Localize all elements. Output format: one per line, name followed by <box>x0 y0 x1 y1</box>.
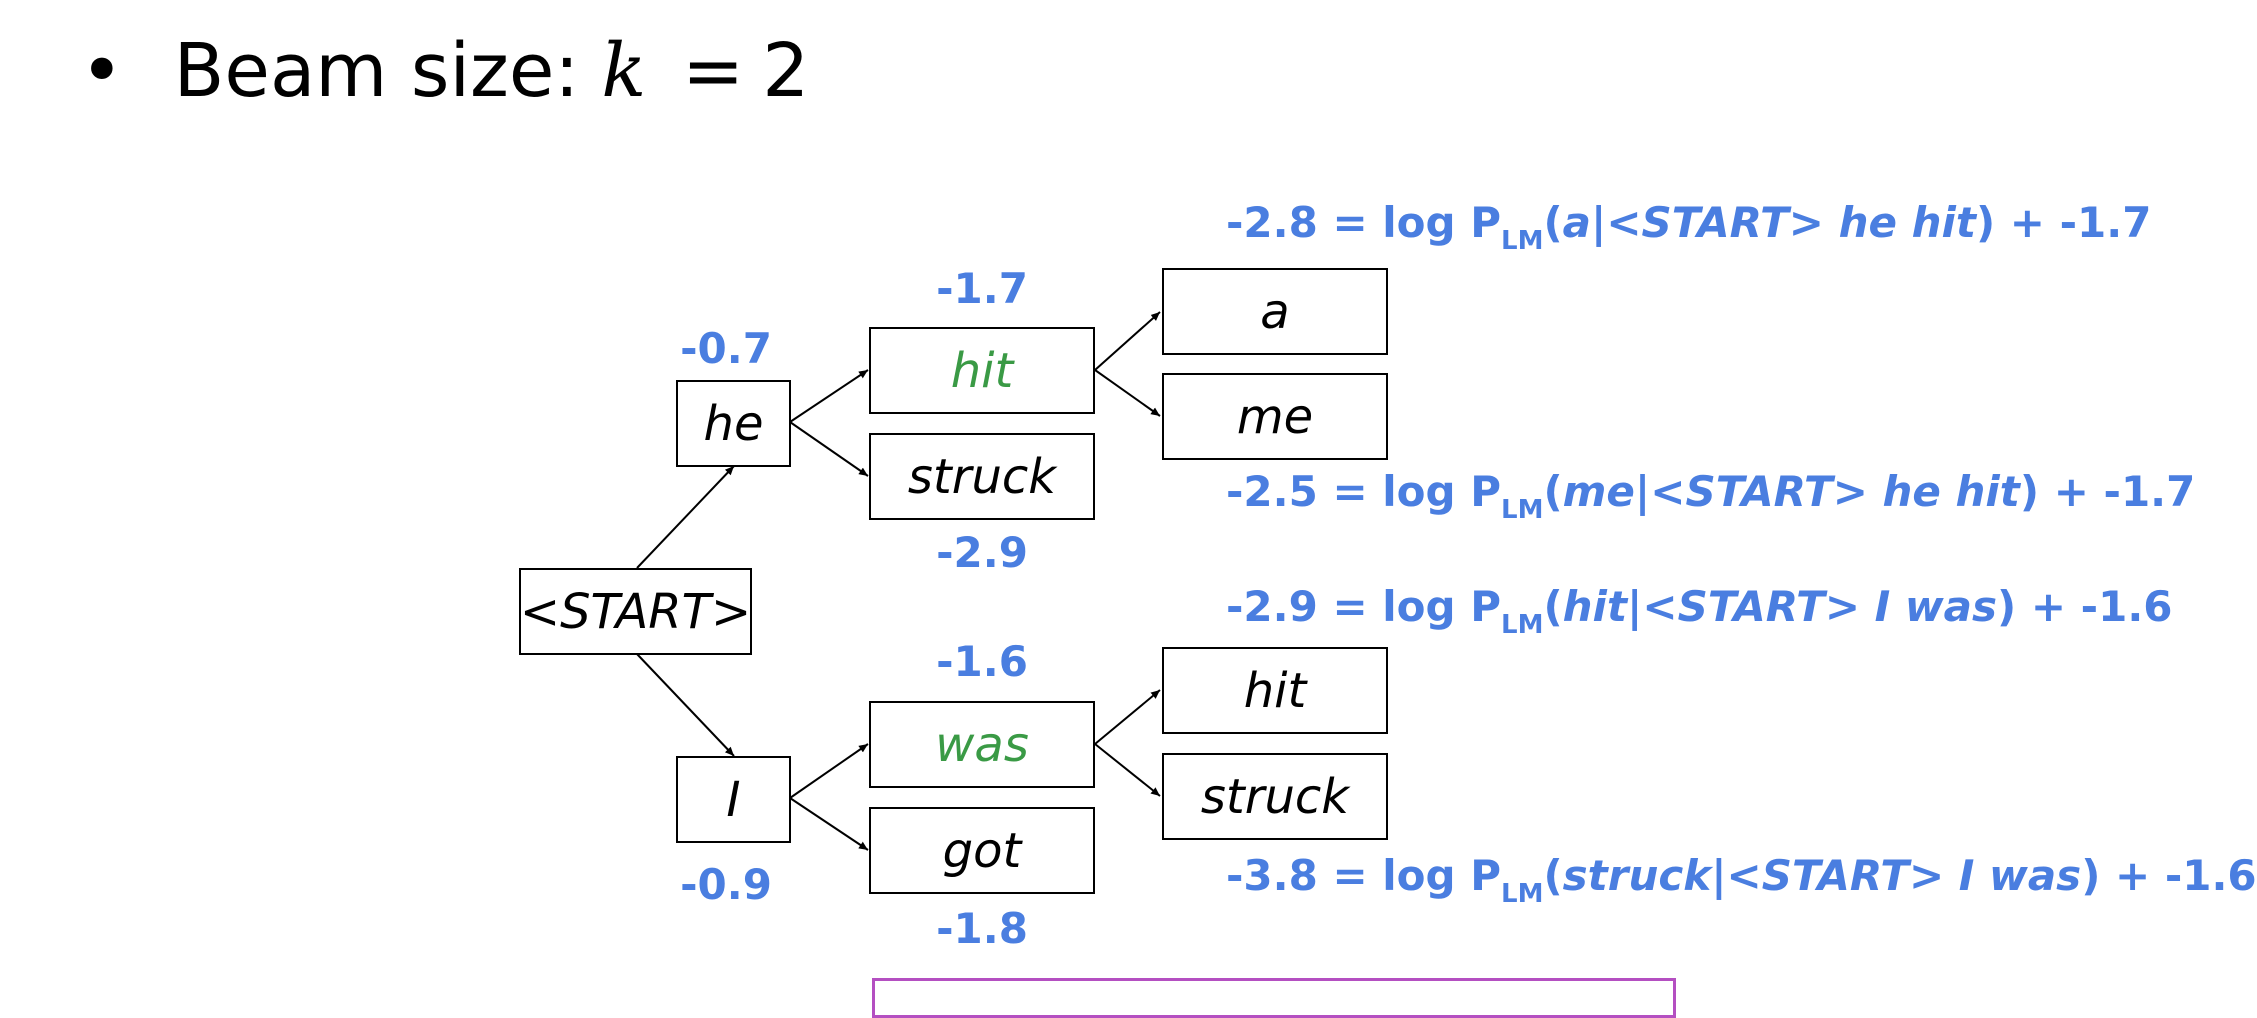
node-hit-2: hit <box>1162 647 1388 734</box>
edge-i-was <box>789 743 869 799</box>
edge-i-got <box>789 797 869 851</box>
edge-hit-a <box>1094 311 1161 371</box>
node-got: got <box>869 807 1095 894</box>
edge-layer <box>636 311 1161 851</box>
bullet: • <box>80 28 124 114</box>
edge-start-i <box>636 653 735 757</box>
beam-size-label: Beam size: <box>173 28 580 114</box>
score-struck: -2.9 <box>936 528 1028 577</box>
equals-sign: = <box>682 28 745 114</box>
annotation-score: -2.8 <box>1226 198 1318 247</box>
score-got: -1.8 <box>936 904 1028 953</box>
edge-he-hit <box>789 369 869 423</box>
node-i: I <box>676 756 791 843</box>
annotation-me: -2.5 = log PLM(me|<START> he hit) + -1.7 <box>1226 467 2196 525</box>
node-hit: hit <box>869 327 1095 414</box>
score-i: -0.9 <box>680 860 772 909</box>
annotation-score: -2.5 <box>1226 467 1318 516</box>
annotation-hit: -2.9 = log PLM(hit|<START> I was) + -1.6 <box>1226 582 2173 640</box>
node-start: <START> <box>519 568 752 655</box>
edge-start-he <box>636 465 735 569</box>
edge-was-hit <box>1094 689 1161 745</box>
beam-size-value: 2 <box>762 28 810 114</box>
slide-title: • Beam size:k =2 <box>80 28 809 114</box>
score-hit: -1.7 <box>936 264 1028 313</box>
node-struck: struck <box>869 433 1095 520</box>
annotation-struck: -3.8 = log PLM(struck|<START> I was) + -… <box>1226 851 2257 909</box>
highlight-box <box>872 978 1676 1018</box>
edge-he-struck <box>789 421 869 477</box>
node-was: was <box>869 701 1095 788</box>
annotation-score: -3.8 <box>1226 851 1318 900</box>
node-he: he <box>676 380 791 467</box>
node-struck-2: struck <box>1162 753 1388 840</box>
beam-size-variable: k <box>601 28 647 114</box>
annotation-score: -2.9 <box>1226 582 1318 631</box>
score-was: -1.6 <box>936 637 1028 686</box>
node-me: me <box>1162 373 1388 460</box>
node-a: a <box>1162 268 1388 355</box>
edge-hit-me <box>1094 369 1161 417</box>
annotation-a: -2.8 = log PLM(a|<START> he hit) + -1.7 <box>1226 198 2152 256</box>
score-he: -0.7 <box>680 324 772 373</box>
edge-was-struck <box>1094 743 1161 797</box>
